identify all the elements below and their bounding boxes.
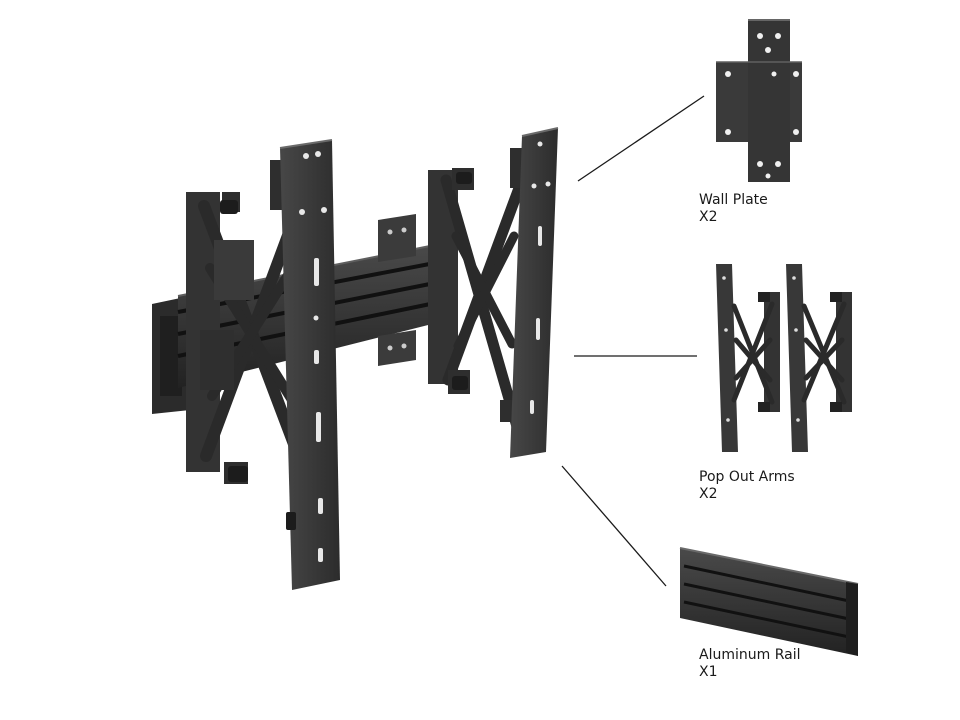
pop-out-arms-quantity: X2 <box>699 486 718 502</box>
assembled-mount <box>152 127 559 590</box>
pop-out-arms-label: Pop Out Arms X2 <box>699 469 795 503</box>
wall-plate-name: Wall Plate <box>699 192 768 208</box>
wall-plate-label: Wall Plate X2 <box>699 192 768 226</box>
aluminum-rail-label: Aluminum Rail X1 <box>699 647 800 681</box>
leader-aluminum-rail <box>561 465 667 587</box>
pop-out-arms-name: Pop Out Arms <box>699 469 795 485</box>
wall-plate-part <box>716 19 802 182</box>
right-scissor-arm <box>428 148 528 436</box>
pop-out-arm-2 <box>786 264 852 452</box>
wall-plate-quantity: X2 <box>699 209 718 225</box>
front-plate-right <box>510 127 559 458</box>
pop-out-arm-1 <box>716 264 780 452</box>
pop-out-arms-part <box>716 264 852 452</box>
aluminum-rail-name: Aluminum Rail <box>699 647 801 663</box>
front-plate-left <box>279 139 340 590</box>
leader-lines <box>561 95 705 587</box>
leader-wall-plate <box>577 95 705 182</box>
aluminum-rail-part <box>679 547 859 656</box>
aluminum-rail-quantity: X1 <box>699 664 718 680</box>
